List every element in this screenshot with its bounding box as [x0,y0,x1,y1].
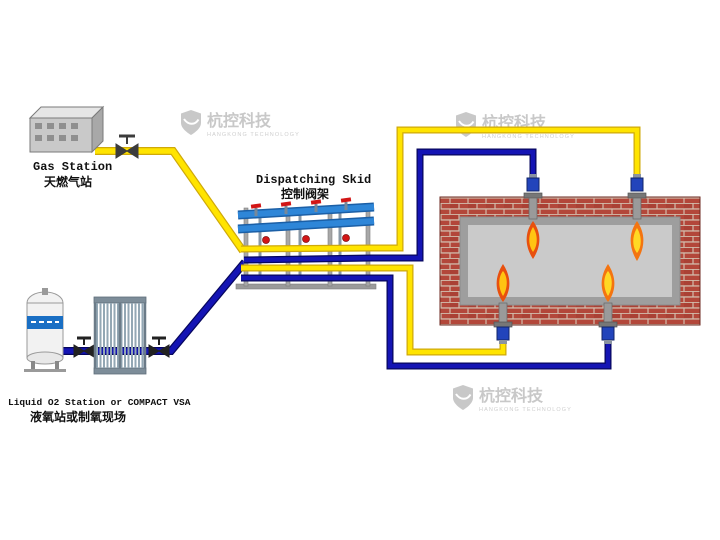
burner-valve-body [630,177,644,192]
dispatching-skid-label-zh: 控制阀架 [281,186,329,201]
gas-station-label-zh: 天燃气站 [44,174,92,189]
burner-nozzle [498,302,508,324]
skid-oxygen-headers [241,254,372,282]
watermark-top-left: 杭控科技 HANGKONG TECHNOLOGY [181,110,300,138]
burner-valve-body [496,326,510,341]
burner-flange [493,321,513,328]
gas-pipe-main [95,147,247,254]
dispatching-skid-label-en: Dispatching Skid [256,173,371,187]
burner-nozzle [528,197,538,220]
watermark-subtitle: HANGKONG TECHNOLOGY [207,132,300,138]
skid-gas-headers [240,244,372,272]
oxygen-pipe-main [63,259,249,355]
burner-flange [523,192,543,199]
burner-nozzle [603,302,613,324]
burner-flange [598,321,618,328]
o2-station-label-en: Liquid O2 Station or COMPACT VSA [8,397,191,408]
tank-base [24,369,66,372]
furnace [439,196,701,326]
watermark-subtitle: HANGKONG TECHNOLOGY [482,134,575,140]
skid-manifold-pipes [237,202,375,234]
burner-top-left [523,174,543,259]
watermark-top-right: 杭控科技 HANGKONG TECHNOLOGY [456,112,575,140]
flame-core [633,228,641,253]
tank-leg [55,361,59,369]
o2-line-valve-icon [73,336,95,358]
burner-bottom-right [598,264,618,344]
o2-station-label-zh: 液氧站或制氧现场 [30,409,126,424]
gas-station-label-en: Gas Station [33,160,112,174]
watermark-bottom-right: 杭控科技 HANGKONG TECHNOLOGY [453,385,572,413]
tank-label-band [27,316,63,329]
gas-pipe-to-top-right-burner [370,126,641,252]
tank-top-fitting [42,288,48,295]
skid-valve-handles [250,197,352,244]
burner-valve-body [601,326,615,341]
watermark-shield-icon [453,385,473,410]
building-windows [35,123,78,141]
watermark-name: 杭控科技 [207,111,272,130]
dispatching-skid [235,197,377,290]
o2-line-valve-icon [148,336,170,358]
building-roof [28,106,105,119]
watermark-subtitle: HANGKONG TECHNOLOGY [479,407,572,413]
skid-base [235,283,377,290]
gas-station-building [28,105,105,154]
gas-pipe-to-bottom-left-burner [370,264,507,356]
liquid-o2-tank [24,288,66,372]
flame-core [604,271,612,296]
gas-line-valve-icon [115,134,139,159]
oxygen-pipe-to-top-left-burner [370,148,537,262]
burner-bottom-left [493,264,513,344]
tank-leg [31,361,35,369]
flame-core [529,227,537,252]
burner-valve-body [526,177,540,192]
watermark-shield-icon [181,110,201,135]
watermark-name: 杭控科技 [479,386,544,405]
burner-top-right [627,174,647,261]
burner-flange [627,192,647,199]
vaporizer [93,296,147,375]
oxygen-pipe-to-bottom-right-burner [370,274,612,370]
burner-nozzle [632,197,642,220]
flame-core [499,271,507,296]
